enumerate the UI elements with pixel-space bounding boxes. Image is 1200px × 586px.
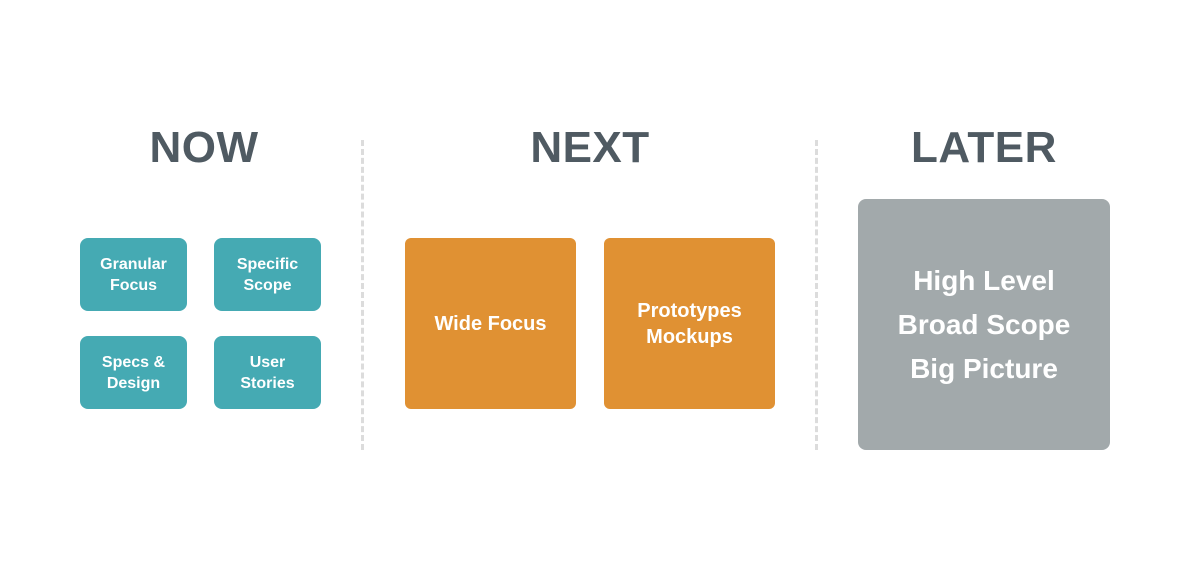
now-box-specific-scope: Specific Scope xyxy=(214,238,321,311)
next-box-label: Prototypes Mockups xyxy=(637,299,742,348)
later-box-label: High Level Broad Scope Big Picture xyxy=(897,264,1071,384)
next-box-label: Wide Focus xyxy=(434,312,547,335)
divider-now-next xyxy=(361,140,364,450)
now-box-label: Specific Scope xyxy=(236,255,299,294)
heading-now: NOW xyxy=(149,123,259,172)
now-box-specs-design: Specs & Design xyxy=(80,336,187,409)
heading-next: NEXT xyxy=(530,123,650,172)
now-box-granular-focus: Granular Focus xyxy=(80,238,187,311)
now-box-label: User Stories xyxy=(240,353,295,392)
next-box-prototypes-mockups: Prototypes Mockups xyxy=(604,238,775,409)
heading-later: LATER xyxy=(911,123,1057,172)
now-box-label: Specs & Design xyxy=(101,353,166,392)
later-box: High Level Broad Scope Big Picture xyxy=(858,199,1110,450)
divider-next-later xyxy=(815,140,818,450)
now-box-label: Granular Focus xyxy=(100,255,167,294)
now-box-user-stories: User Stories xyxy=(214,336,321,409)
next-box-wide-focus: Wide Focus xyxy=(405,238,576,409)
